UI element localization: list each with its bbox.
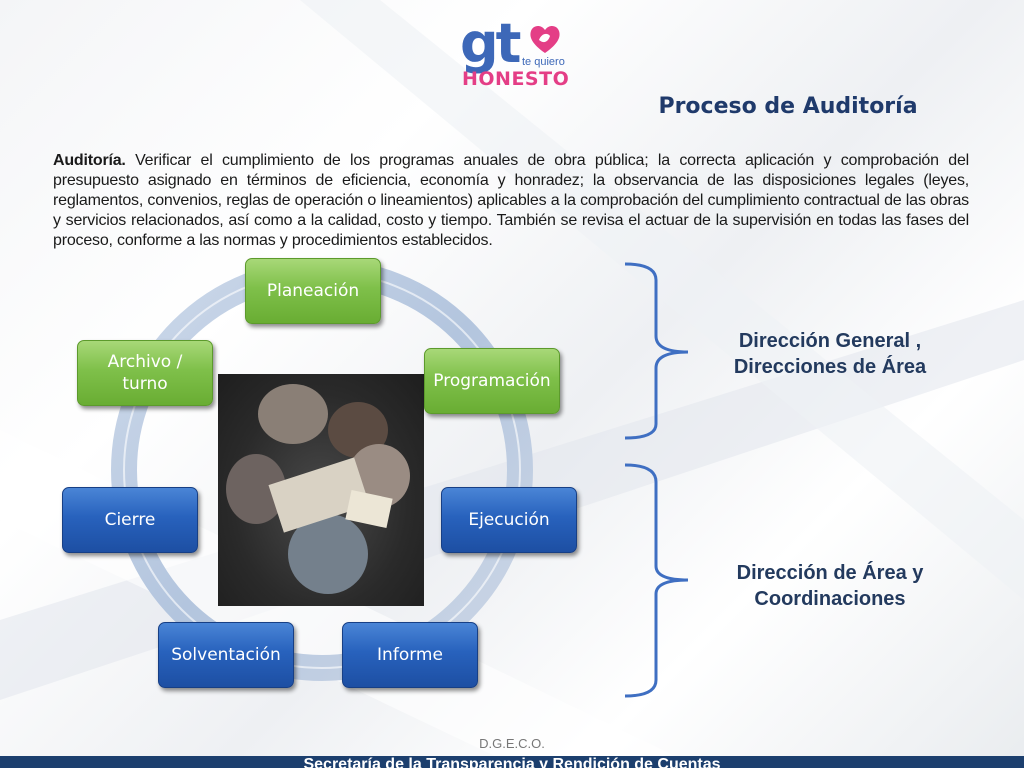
group-label-direccion-general: Dirección General , Direcciones de Área	[733, 330, 927, 378]
bracket-top	[624, 262, 689, 440]
group-label-direccion-area: Dirección de Área y Coordinaciones	[736, 562, 924, 610]
footer-bar: Secretaría de la Transparencia y Rendici…	[0, 756, 1024, 768]
meeting-photo	[218, 374, 424, 606]
heart-icon	[530, 25, 560, 53]
slide-title: Proceso de Auditoría	[658, 94, 918, 119]
logo-word: HONESTO	[462, 68, 570, 90]
footer-code: D.G.E.C.O.	[479, 736, 545, 751]
paragraph-lead: Auditoría.	[53, 152, 126, 169]
step-ejecucion: Ejecución	[441, 487, 577, 553]
step-planeacion: Planeación	[245, 258, 381, 324]
bracket-bottom	[624, 463, 689, 698]
paragraph-body: Verificar el cumplimiento de los program…	[53, 152, 969, 249]
step-programacion: Programación	[424, 348, 560, 414]
description-paragraph: Auditoría. Verificar el cumplimiento de …	[53, 151, 969, 251]
step-solventacion: Solventación	[158, 622, 294, 688]
step-informe: Informe	[342, 622, 478, 688]
logo-brand-text: gt	[460, 12, 521, 75]
step-archivo-turno: Archivo / turno	[77, 340, 213, 406]
footer-banner-text: Secretaría de la Transparencia y Rendici…	[303, 756, 721, 768]
step-cierre: Cierre	[62, 487, 198, 553]
logo: gt te quiero HONESTO	[458, 14, 570, 92]
logo-tagline: te quiero	[522, 56, 565, 68]
